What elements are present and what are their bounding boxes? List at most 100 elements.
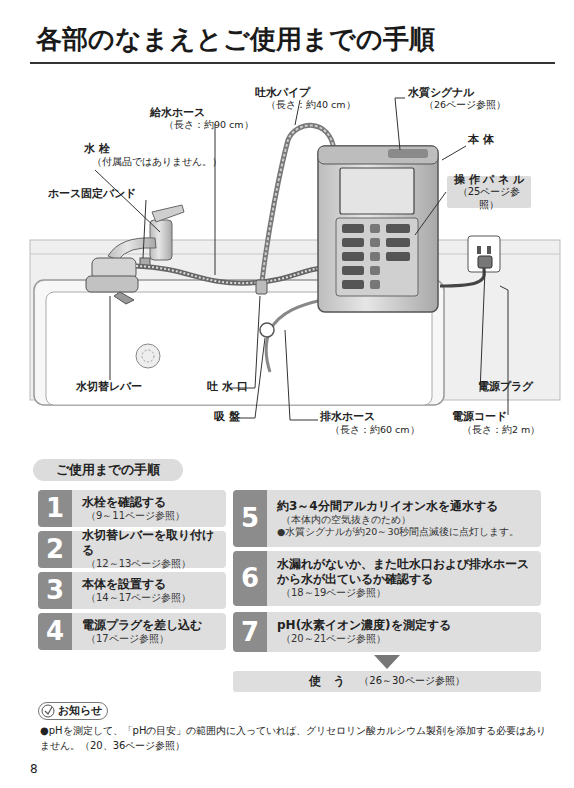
part-label: 給水ホース [150, 106, 205, 119]
illustration-shape [285, 330, 318, 420]
power-plug [478, 256, 492, 268]
step-number: 4 [38, 613, 72, 650]
illustration-shape [386, 224, 410, 233]
node-heading: pH(水素イオン濃度)を測定する [277, 618, 535, 633]
suction-cup [260, 323, 274, 337]
illustration-shape [370, 238, 380, 247]
step-box: 水栓を確認する（9～11ページ参照）1 [38, 490, 226, 527]
illustration-shape [386, 238, 410, 247]
outlet-nozzle [256, 280, 267, 294]
supply-hose [136, 266, 322, 283]
node-subtext: （17ページ参照） [82, 633, 220, 646]
part-label: 吐水パイプ [255, 86, 310, 99]
illustration-shape [342, 238, 364, 247]
flow-arrow [374, 655, 400, 669]
node-heading: 水栓を確認する [82, 495, 220, 510]
step-numeral: 6 [241, 562, 259, 595]
illustration-shape [342, 224, 364, 233]
part-label: （長さ：約60 cm） [330, 424, 420, 435]
node-subtext: （20～21ページ参照） [277, 633, 535, 646]
step-number: 3 [38, 572, 72, 609]
panel-buttons [342, 224, 410, 289]
illustration-shape [480, 270, 485, 392]
step-number: 2 [38, 531, 72, 568]
illustration-shape [386, 252, 410, 261]
illustration-shape [235, 338, 265, 418]
title-rule [30, 62, 555, 64]
step-numeral: 3 [46, 574, 64, 607]
step-box: 水切替レバーを取り付ける（12～13ページ参照） 2 [38, 531, 226, 568]
note-text: ●pHを測定して、「pHの目安」の範囲内に入っていれば、グリセロリン酸カルシウム… [40, 724, 550, 753]
illustration-shape [370, 252, 380, 261]
node-heading: 操 作 パ ネ ル [454, 173, 524, 187]
page-number: 8 [30, 762, 38, 776]
node-subtext: （26～30ページ参照） [359, 675, 464, 688]
faucet-handle [152, 205, 184, 222]
illustration-shape [143, 200, 146, 258]
illustration-shape [477, 246, 481, 254]
display [340, 168, 414, 214]
node-subtext: ●水質シグナルが約20～30秒間点滅後に点灯します。 [277, 526, 535, 538]
part-label: 水切替レバー [76, 380, 142, 393]
step-box: 水漏れがないか、また吐水口および排水ホースから水が出ているか確認する（18～19… [233, 551, 541, 606]
sink-drain [136, 344, 160, 368]
use-box: 使 う （26～30ページ参照） [233, 671, 541, 692]
illustration-shape [370, 224, 380, 233]
part-label: （長さ：約90 cm） [164, 119, 254, 130]
illustration-shape [342, 252, 364, 261]
step-numeral: 2 [46, 533, 64, 566]
part-label: 吸 盤 [214, 410, 240, 423]
step-number: 6 [233, 551, 267, 606]
step-box: 約3～4分間アルカリイオン水を通水する（本体内の空気抜きのため）●水質シグナルが… [233, 490, 541, 547]
node-heading: 水切替レバーを取り付ける [82, 528, 220, 558]
node-heading: お知らせ [58, 704, 102, 717]
unit-body [318, 146, 438, 312]
node-heading: 水漏れがないか、また吐水口および排水ホースから水が出ているか確認する [277, 557, 535, 587]
leader-lines [95, 98, 508, 420]
step-box: 本体を設置する（14～17ページ参照） 3 [38, 572, 226, 609]
faucet-spout [108, 238, 156, 260]
notice-icon [42, 705, 54, 717]
step-box: 電源プラグを差し込む（17ページ参照）4 [38, 613, 226, 650]
switch-bottom [86, 276, 138, 292]
switch-lever [114, 292, 134, 304]
illustration-shape [487, 246, 491, 254]
panel [336, 218, 418, 296]
part-label: 電源コード [452, 410, 507, 423]
notice-icon-mark [45, 707, 52, 714]
illustration-shape [342, 266, 364, 275]
part-label: 排水ホース [320, 410, 375, 423]
illustration-shape [110, 296, 111, 380]
drain-hose [266, 300, 322, 372]
part-label: （26ページ参照） [424, 99, 506, 110]
node-subtext: （14～17ページ参照） [82, 592, 220, 605]
node-subtext: （25ページ参照） [451, 186, 527, 211]
part-label: （付属品ではありません。） [92, 156, 222, 167]
illustration-shape [395, 98, 405, 150]
illustration-shape [370, 266, 380, 275]
node-heading: ご使用までの手順 [56, 462, 160, 478]
part-label: 吐 水 口 [207, 380, 248, 393]
node-subtext: （18～19ページ参照） [277, 587, 535, 600]
node-subtext: （本体内の空気抜きのため） [277, 514, 535, 527]
step-numeral: 7 [241, 616, 259, 649]
panel-callout: 操 作 パ ネ ル（25ページ参照） [447, 176, 531, 208]
node-subtext: （12～13ページ参照） [82, 558, 220, 571]
node-heading: 使 う [309, 674, 345, 688]
part-label: 水 栓 [84, 142, 110, 155]
section-band: ご使用までの手順 [33, 459, 183, 481]
step-number: 7 [233, 612, 267, 652]
part-label: 水質シグナル [408, 86, 474, 99]
step-numeral: 1 [46, 492, 64, 525]
page-title: 各部のなまえとご使用までの手順 [36, 24, 435, 55]
illustration-shape [95, 170, 160, 232]
step-number: 5 [233, 490, 267, 547]
node-heading: 本体を設置する [82, 577, 220, 592]
supply-hose-braid [136, 266, 322, 283]
part-label: （長さ：約2 m） [462, 424, 540, 435]
sink-drain-grid [142, 350, 154, 362]
illustration-shape [415, 192, 446, 235]
step-numeral: 5 [241, 502, 259, 535]
